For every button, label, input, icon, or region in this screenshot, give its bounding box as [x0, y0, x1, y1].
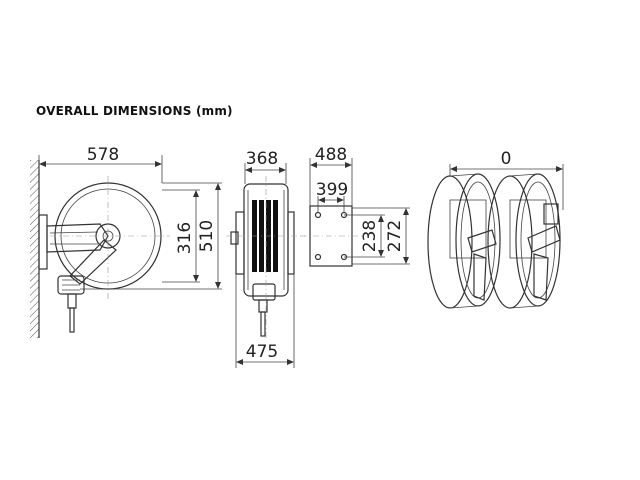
- arrow-0-left: [450, 166, 457, 172]
- dim-label-488: 488: [315, 145, 347, 165]
- front-right-bracket: [287, 211, 295, 275]
- front-hose-guide: [252, 283, 276, 301]
- bracket-view: 488 399 238 272: [300, 145, 410, 267]
- arrow-488-right: [345, 162, 352, 168]
- reel1-arm: [467, 229, 497, 253]
- arrow-475-right: [287, 359, 294, 365]
- dim-label-238: 238: [360, 220, 380, 252]
- reel2-bracket: [543, 203, 559, 225]
- front-hub-knob: [230, 231, 239, 245]
- arrow-488-left: [310, 162, 317, 168]
- front-view: 368 475: [226, 149, 306, 368]
- reel1-bottom-edge: [449, 305, 479, 309]
- page-title: OVERALL DIMENSIONS (mm): [36, 104, 233, 118]
- dim-label-578: 578: [87, 145, 119, 165]
- arrow-578-left: [39, 161, 46, 167]
- dim-label-475: 475: [246, 342, 278, 362]
- arrow-238-bottom: [378, 250, 384, 257]
- arrow-510-bottom: [215, 282, 221, 289]
- dim-label-368: 368: [246, 149, 278, 169]
- arrow-368-right: [279, 167, 286, 173]
- reel2-arm: [527, 225, 561, 253]
- hose-coil-4: [273, 200, 278, 272]
- arrow-578-right: [155, 161, 162, 167]
- arrow-272-bottom: [403, 257, 409, 264]
- arrow-238-top: [378, 215, 384, 222]
- front-side-bracket: [235, 211, 245, 275]
- reel2-inner: [520, 181, 556, 299]
- multi-reel-1: [427, 173, 501, 309]
- hose-guide-arm: [69, 239, 117, 285]
- dim-label-272: 272: [385, 220, 405, 252]
- multi-plate-1: [449, 199, 487, 259]
- multi-plate-2: [509, 199, 547, 259]
- hose-nozzle: [69, 307, 75, 333]
- arrow-475-left: [236, 359, 243, 365]
- wall-hatch: [30, 160, 39, 338]
- reel2-guide: [533, 253, 549, 301]
- multi-reel-view: 0: [427, 149, 564, 309]
- reel1-top-edge: [449, 173, 479, 177]
- arrow-272-top: [403, 208, 409, 215]
- dim-label-316: 316: [175, 222, 195, 254]
- hole-bottom-left: [314, 253, 322, 261]
- arrow-316-top: [193, 190, 199, 197]
- side-view: 578 316 510: [30, 145, 222, 338]
- multi-reel-2: [487, 173, 561, 309]
- dim-label-0: 0: [501, 149, 512, 169]
- reel1-guide: [473, 253, 487, 301]
- front-hose-nozzle: [260, 311, 266, 337]
- hole-top-left: [314, 211, 322, 219]
- reel2-bottom-edge: [509, 305, 539, 309]
- mounting-arm: [46, 223, 109, 253]
- reel1-inner: [460, 181, 496, 299]
- hose-fitting: [67, 293, 77, 309]
- arrow-0-right: [556, 166, 563, 172]
- arrow-368-left: [245, 167, 252, 173]
- arrow-316-bottom: [193, 275, 199, 282]
- reel2-front-flange: [515, 173, 561, 307]
- wall-bracket: [38, 214, 48, 270]
- arm-detail-1: [49, 231, 99, 234]
- arrow-399-right: [337, 197, 344, 203]
- arrow-510-top: [215, 183, 221, 190]
- reel2-top-edge: [509, 173, 539, 177]
- bracket-holes: [314, 211, 348, 261]
- dim-label-399: 399: [316, 180, 348, 200]
- dim-label-510: 510: [197, 220, 217, 252]
- arrow-399-left: [318, 197, 325, 203]
